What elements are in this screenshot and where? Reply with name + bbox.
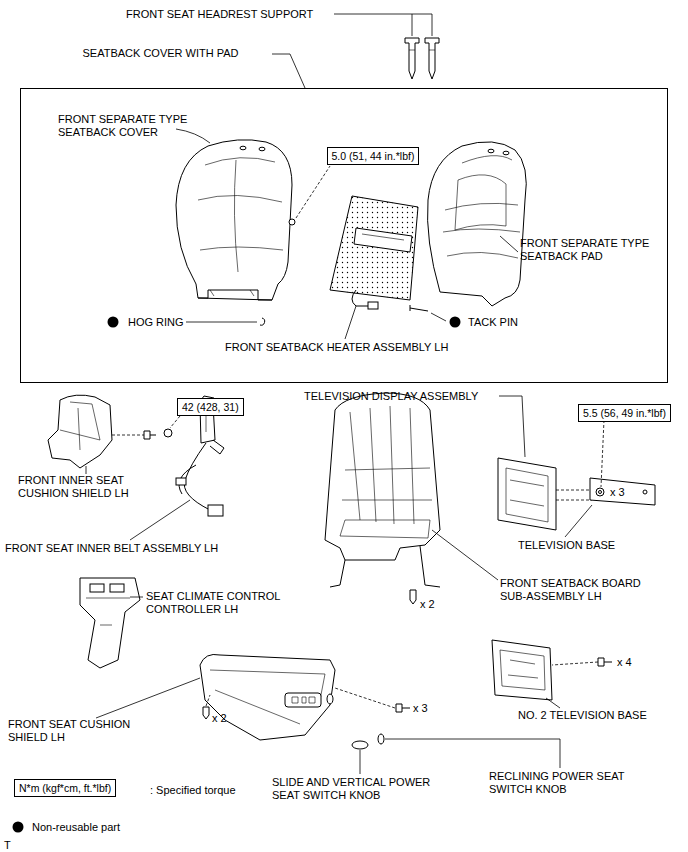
- part-name: FRONT SEPARATE TYPE SEATBACK COVER: [58, 113, 198, 139]
- part-name: SEAT CLIMATE CONTROL CONTROLLER LH: [146, 590, 291, 616]
- quantity-note: x 4: [617, 656, 632, 669]
- part-name: FRONT SEATBACK BOARD SUB-ASSEMBLY LH: [500, 577, 650, 603]
- quantity-note: x 3: [610, 486, 625, 499]
- torque-value: N*m (kgf*cm, ft.*lbf): [19, 782, 111, 794]
- quantity-note: x 2: [420, 598, 435, 611]
- part-name: TELEVISION DISPLAY ASSEMBLY: [304, 390, 478, 403]
- torque-box: 5.0 (51, 44 in.*lbf): [327, 147, 420, 165]
- torque-box: N*m (kgf*cm, ft.*lbf): [14, 779, 116, 797]
- torque-value: 42 (428, 31): [182, 401, 239, 413]
- part-name: SLIDE AND VERTICAL POWER SEAT SWITCH KNO…: [272, 776, 442, 802]
- torque-box: 5.5 (56, 49 in.*lbf): [578, 404, 671, 422]
- part-name: TACK PIN: [468, 316, 518, 329]
- legend-text: Non-reusable part: [32, 821, 120, 834]
- group-heading: SEATBACK COVER WITH PAD: [81, 47, 241, 60]
- quantity-note: x 3: [413, 702, 428, 715]
- legend-text: : Specified torque: [150, 784, 236, 797]
- part-name: FRONT SEATBACK HEATER ASSEMBLY LH: [225, 341, 448, 354]
- part-name: TELEVISION BASE: [518, 539, 615, 552]
- part-name: FRONT SEPARATE TYPE SEATBACK PAD: [520, 237, 660, 263]
- part-name: RECLINING POWER SEAT SWITCH KNOB: [489, 770, 634, 796]
- part-name: FRONT INNER SEAT CUSHION SHIELD LH: [18, 474, 138, 500]
- torque-value: 5.5 (56, 49 in.*lbf): [583, 407, 666, 419]
- part-name: FRONT SEAT HEADREST SUPPORT: [126, 8, 313, 21]
- quantity-note: x 2: [212, 712, 227, 725]
- part-name: FRONT SEAT INNER BELT ASSEMBLY LH: [5, 542, 218, 555]
- torque-value: 5.0 (51, 44 in.*lbf): [332, 150, 415, 162]
- part-name: T: [4, 839, 11, 852]
- torque-box: 42 (428, 31): [177, 398, 244, 416]
- part-name: FRONT SEAT CUSHION SHIELD LH: [8, 718, 138, 744]
- part-name: NO. 2 TELEVISION BASE: [518, 709, 647, 722]
- part-name: HOG RING: [128, 316, 184, 329]
